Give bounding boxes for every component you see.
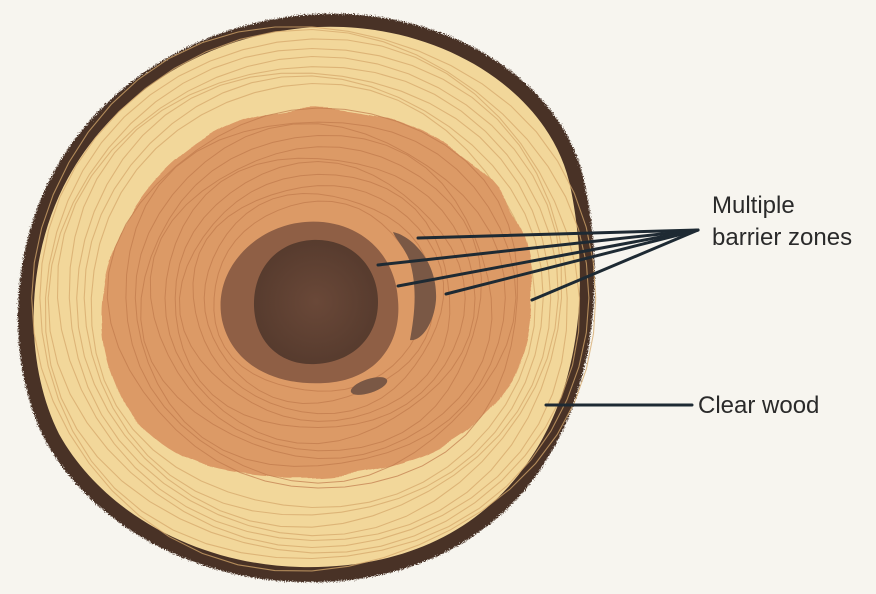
multiple-barrier-zones-label-line2: barrier zones [712, 224, 852, 251]
clear-wood-label: Clear wood [698, 392, 819, 419]
multiple-barrier-zones-label-line1: Multiple [712, 192, 795, 219]
decay-core [254, 240, 378, 364]
